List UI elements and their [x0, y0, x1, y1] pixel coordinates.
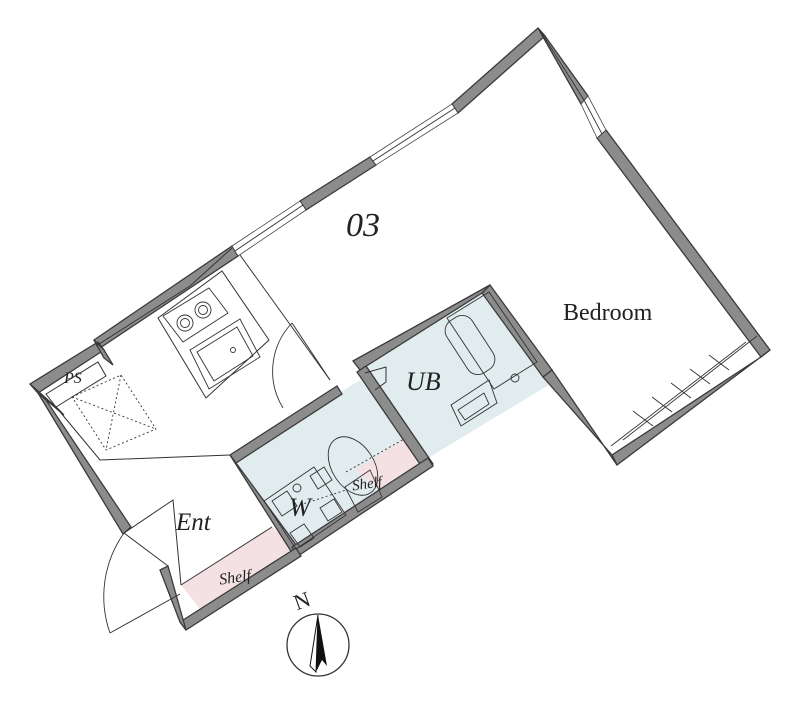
washbasin-icon [450, 379, 498, 427]
walls [29, 27, 771, 631]
pipe-space-label: PS [63, 370, 82, 387]
windows [231, 31, 607, 257]
balcony-hatching [610, 335, 758, 447]
toilet-icon [327, 436, 383, 513]
washroom-shelf-label: Shelf [351, 474, 385, 494]
stove-icon [162, 287, 229, 343]
entrance-door [103, 499, 273, 634]
unit-bath-floor [360, 286, 552, 458]
kitchen-door [272, 322, 331, 409]
pipe-space-box [45, 361, 107, 408]
unit-bath-label: UB [406, 367, 441, 396]
unit-bath-door [364, 366, 387, 391]
entrance-shelf-label: Shelf [218, 567, 255, 589]
bedroom-label: Bedroom [563, 300, 653, 326]
kitchen [95, 247, 331, 399]
washroom-shelf-line-lower [299, 489, 347, 506]
compass: N [286, 586, 350, 677]
bathtub-icon [444, 291, 538, 390]
entrance-shelf-floor [181, 527, 296, 610]
washroom-floor [233, 380, 428, 545]
washing-machine-icon [263, 466, 347, 550]
storage-box [71, 374, 157, 451]
compass-north-label: N [290, 586, 314, 615]
counter-edge [55, 406, 231, 461]
washroom-label: W [289, 493, 313, 522]
north-arrow-icon [316, 615, 327, 672]
entrance-label: Ent [175, 509, 212, 536]
sink-icon [189, 318, 261, 390]
washroom-shelf-line [345, 438, 405, 473]
unit-number-label: 03 [346, 207, 380, 244]
